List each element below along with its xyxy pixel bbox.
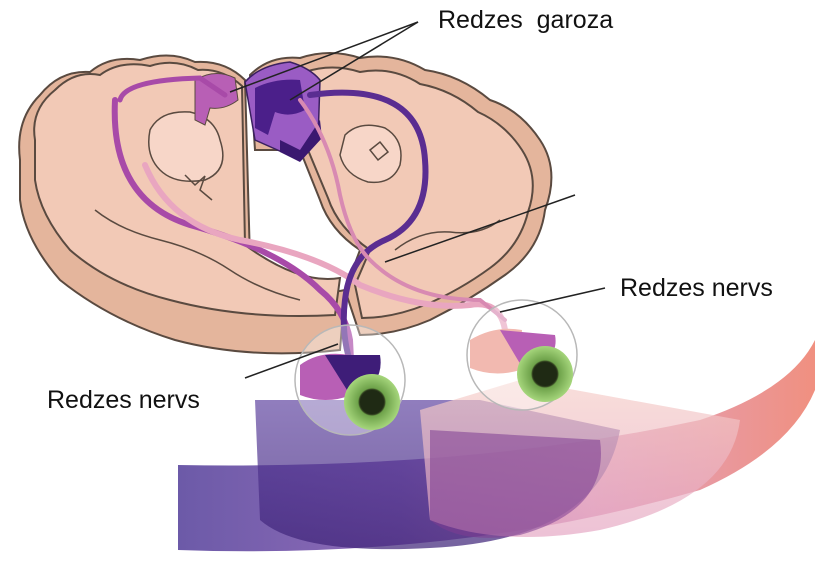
right-eye [467, 300, 577, 410]
visual-cortex-label: Redzes garoza [438, 8, 613, 33]
optic-nerve-right-label: Redzes nervs [620, 276, 773, 301]
optic-nerve-left-label: Redzes nervs [47, 388, 200, 413]
left-eye [295, 325, 405, 435]
